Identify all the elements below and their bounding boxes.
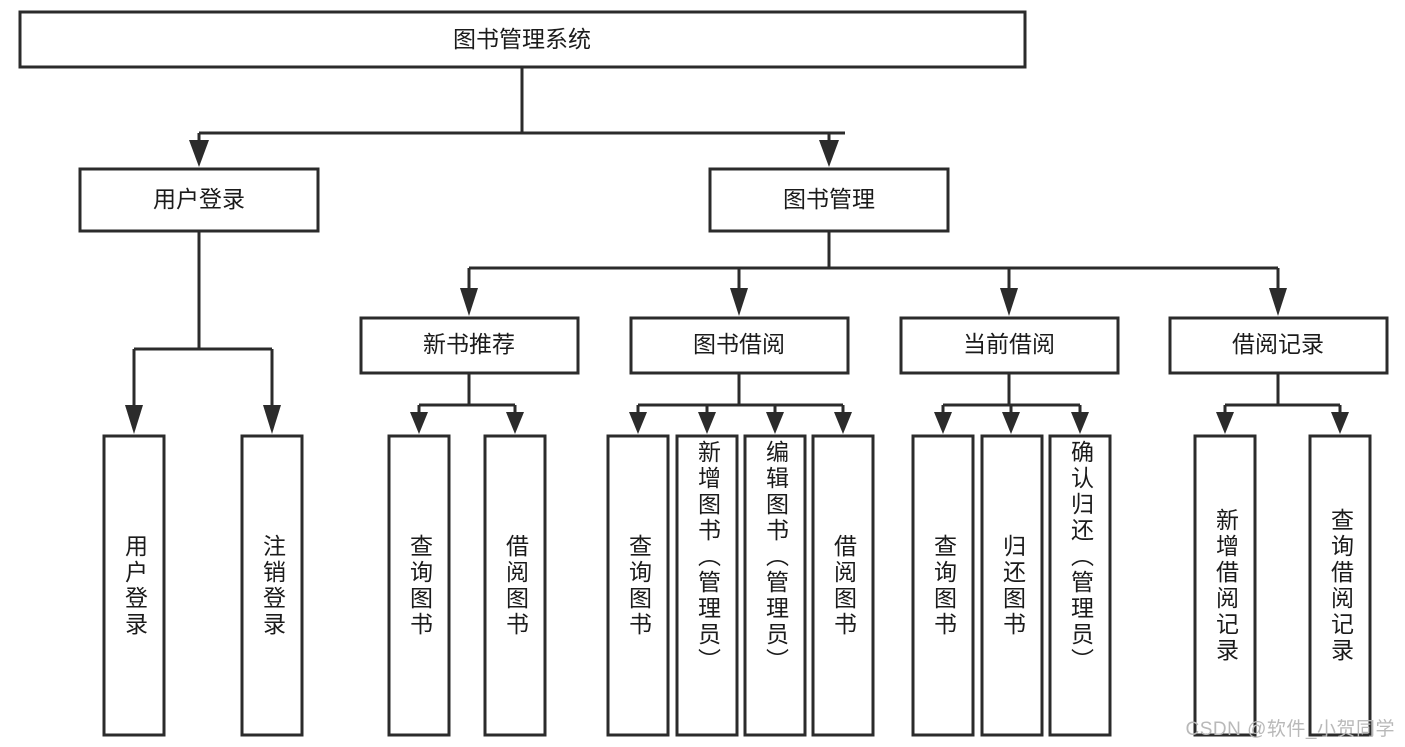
node-borrow-record-rect[interactable] — [1168, 316, 1389, 375]
arrow-to-borrow-record — [1269, 288, 1287, 316]
arrow-leaf-user-login — [125, 405, 143, 434]
leaf-query-book-3-rect[interactable] — [911, 434, 975, 737]
node-new-book-recommend-label: 新书推荐 — [423, 331, 515, 357]
arrow-leaf-borrow-book-2 — [834, 412, 852, 434]
node-user-login[interactable]: 用户登录 — [78, 167, 320, 233]
node-book-borrow-label: 图书借阅 — [693, 331, 785, 357]
edges-bookborrow-to-leaves — [629, 373, 852, 434]
leaf-query-record-rect[interactable] — [1308, 434, 1372, 737]
leaf-user-logout-rect[interactable] — [240, 434, 304, 737]
leaf-add-record-rect[interactable] — [1193, 434, 1257, 737]
leaf-return-book-rect[interactable] — [980, 434, 1044, 737]
arrow-leaf-borrow-book-1 — [506, 412, 524, 434]
node-book-manage-rect[interactable] — [708, 167, 950, 233]
arrow-leaf-return-book — [1002, 412, 1020, 434]
edges-borrowrecord-to-leaves — [1216, 373, 1349, 434]
arrow-to-book-borrow — [730, 288, 748, 316]
node-book-manage-label: 图书管理 — [783, 186, 875, 212]
arrow-leaf-query-book-1 — [410, 412, 428, 434]
leaf-confirm-return-rect[interactable] — [1048, 434, 1112, 737]
watermark-text: CSDN @软件_小贺同学 — [1185, 719, 1395, 740]
arrow-to-user-login — [189, 140, 209, 167]
leaf-user-login-rect[interactable] — [102, 434, 166, 737]
node-borrow-record[interactable]: 借阅记录 — [1168, 316, 1389, 375]
arrow-leaf-query-book-2 — [629, 412, 647, 434]
node-current-borrow[interactable]: 当前借阅 — [899, 316, 1120, 375]
arrow-leaf-query-record — [1331, 412, 1349, 434]
node-book-borrow-rect[interactable] — [629, 316, 850, 375]
edges-currentborrow-to-leaves — [934, 373, 1089, 434]
arrow-to-current-borrow — [1000, 288, 1018, 316]
node-book-borrow[interactable]: 图书借阅 — [629, 316, 850, 375]
edges-newbook-to-leaves — [410, 373, 524, 434]
node-current-borrow-rect[interactable] — [899, 316, 1120, 375]
arrow-to-book-manage — [819, 140, 839, 167]
leaf-borrow-book-1-rect[interactable] — [483, 434, 547, 737]
node-root-rect[interactable] — [18, 10, 1027, 69]
arrow-leaf-confirm-return — [1071, 412, 1089, 434]
leaf-borrow-book-2-rect[interactable] — [811, 434, 875, 737]
leaf-query-book-2-rect[interactable] — [606, 434, 670, 737]
arrow-leaf-add-book — [698, 412, 716, 434]
leaf-query-book-1-rect[interactable] — [387, 434, 451, 737]
edges-root-to-level2 — [189, 67, 845, 167]
leaf-boxes — [102, 434, 1372, 737]
node-book-manage[interactable]: 图书管理 — [708, 167, 950, 233]
leaf-add-book-rect[interactable] — [675, 434, 739, 737]
edges-userlogin-to-leaves — [125, 231, 281, 434]
arrow-leaf-query-book-3 — [934, 412, 952, 434]
node-borrow-record-label: 借阅记录 — [1232, 331, 1324, 357]
node-root[interactable]: 图书管理系统 — [18, 10, 1027, 69]
node-root-label: 图书管理系统 — [453, 26, 591, 52]
node-new-book-recommend-rect[interactable] — [359, 316, 580, 375]
arrow-to-new-book-recommend — [460, 288, 478, 316]
arrow-leaf-user-logout — [263, 405, 281, 434]
leaf-edit-book-rect[interactable] — [743, 434, 807, 737]
arrow-leaf-add-record — [1216, 412, 1234, 434]
arrow-leaf-edit-book — [766, 412, 784, 434]
node-new-book-recommend[interactable]: 新书推荐 — [359, 316, 580, 375]
node-user-login-rect[interactable] — [78, 167, 320, 233]
edges-bookmanage-to-level3 — [460, 231, 1287, 316]
node-current-borrow-label: 当前借阅 — [963, 331, 1055, 357]
node-user-login-label: 用户登录 — [153, 186, 245, 212]
